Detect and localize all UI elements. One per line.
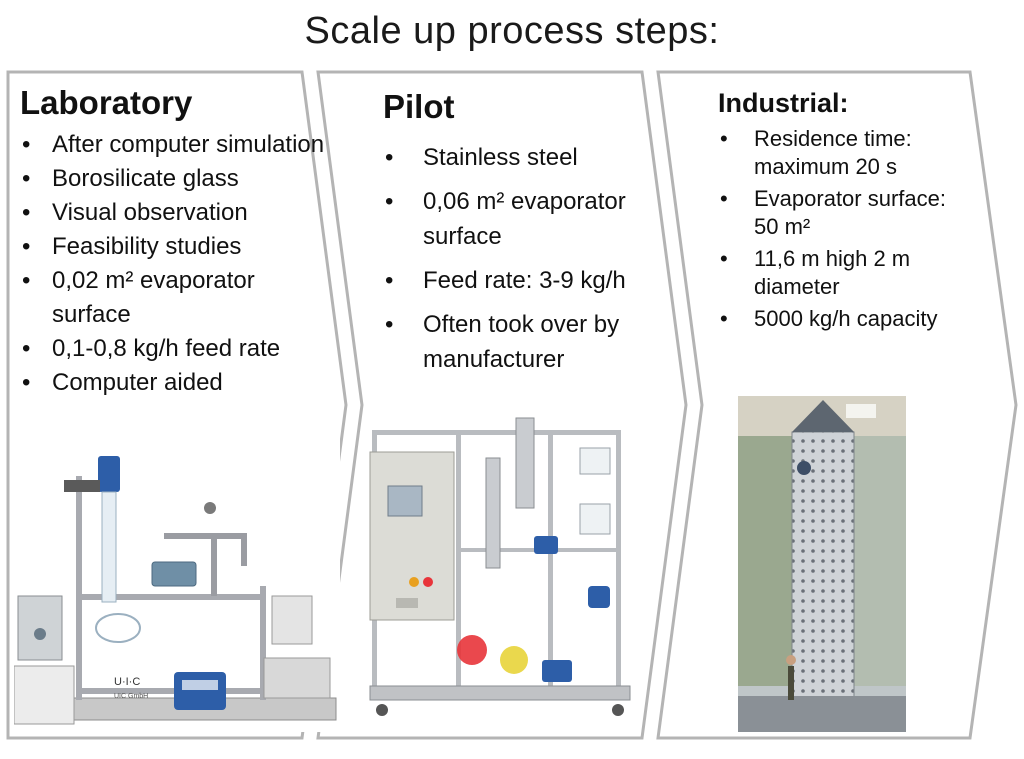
industrial-list: Residence time: maximum 20 s Evaporator … bbox=[718, 125, 968, 333]
chevron-pilot bbox=[316, 70, 688, 740]
list-item: Residence time: maximum 20 s bbox=[718, 125, 968, 181]
pilot-column: Pilot Stainless steel 0,06 m² evaporator… bbox=[383, 88, 663, 386]
lab-brand-text: U·I·C bbox=[114, 676, 140, 688]
list-item: Feasibility studies bbox=[20, 230, 340, 264]
list-item: 11,6 m high 2 m diameter bbox=[718, 245, 968, 301]
laboratory-equipment-photo: U·I·C UIC GmbH bbox=[14, 436, 340, 732]
list-item: 0,06 m² evaporator surface bbox=[383, 184, 663, 254]
list-item: Visual observation bbox=[20, 196, 340, 230]
laboratory-heading: Laboratory bbox=[20, 84, 193, 121]
pilot-list: Stainless steel 0,06 m² evaporator surfa… bbox=[383, 140, 663, 377]
list-item: 5000 kg/h capacity bbox=[718, 305, 968, 333]
laboratory-column: Laboratory After computer simulation Bor… bbox=[20, 84, 340, 400]
pilot-plant-photo bbox=[366, 408, 634, 730]
pilot-heading: Pilot bbox=[383, 88, 455, 125]
list-item: 0,1-0,8 kg/h feed rate bbox=[20, 332, 340, 366]
list-item: Evaporator surface: 50 m² bbox=[718, 185, 968, 241]
list-item: Often took over by manufacturer bbox=[383, 307, 663, 377]
list-item: After computer simulation bbox=[20, 128, 340, 162]
list-item: Stainless steel bbox=[383, 140, 663, 175]
list-item: Computer aided bbox=[20, 366, 340, 400]
laboratory-list: After computer simulation Borosilicate g… bbox=[20, 128, 340, 400]
list-item: Borosilicate glass bbox=[20, 162, 340, 196]
lab-brand-subtext: UIC GmbH bbox=[114, 693, 148, 700]
list-item: Feed rate: 3-9 kg/h bbox=[383, 263, 663, 298]
industrial-evaporator-photo bbox=[738, 396, 906, 732]
industrial-heading: Industrial: bbox=[718, 88, 849, 118]
industrial-column: Industrial: Residence time: maximum 20 s… bbox=[718, 88, 968, 337]
list-item: 0,02 m² evaporator surface bbox=[20, 264, 340, 332]
chevron-industrial bbox=[656, 70, 1018, 740]
page-title: Scale up process steps: bbox=[304, 10, 720, 52]
